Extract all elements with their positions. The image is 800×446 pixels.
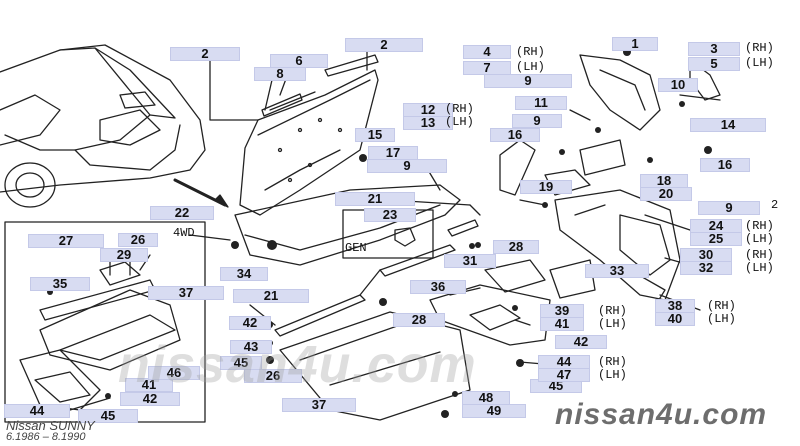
watermark-center: nissan4u.com: [118, 336, 477, 394]
part-callout-1: 1: [612, 37, 658, 51]
part-callout-20: 20: [640, 187, 692, 201]
side-note-lh: (LH): [745, 261, 774, 275]
part-callout-21: 21: [233, 289, 309, 303]
part-callout-45: 45: [78, 409, 138, 423]
gen-label: GEN: [345, 241, 367, 255]
upper-right-strip: [579, 54, 661, 131]
part-callout-46: 46: [148, 366, 200, 380]
part-callout-32: 32: [680, 261, 732, 275]
part-callout-44: 44: [538, 355, 590, 369]
side-note-lh: (LH): [598, 368, 627, 382]
part-callout-24: 24: [690, 219, 742, 233]
part-callout-34: 34: [220, 267, 268, 281]
part-callout-36: 36: [410, 280, 466, 294]
side-note-rh: (RH): [516, 45, 545, 59]
part-callout-42: 42: [229, 316, 271, 330]
part-callout-21: 21: [335, 192, 415, 206]
side-note-rh: (RH): [598, 304, 627, 318]
part-callout-9: 9: [367, 159, 447, 173]
side-note-rh: (RH): [745, 41, 774, 55]
side-note-lh: (LH): [445, 115, 474, 129]
edge-note: 2: [771, 198, 779, 212]
side-note-lh: (LH): [598, 317, 627, 331]
part-callout-17: 17: [368, 146, 418, 160]
part-callout-28: 28: [493, 240, 539, 254]
side-note-rh: (RH): [745, 219, 774, 233]
part-callout-13: 13: [403, 116, 453, 130]
part-callout-26: 26: [244, 369, 302, 383]
rear-trim-panel: [239, 54, 379, 216]
part-callout-41: 41: [540, 317, 584, 331]
part-callout-16: 16: [490, 128, 540, 142]
side-note-rh: (RH): [445, 102, 474, 116]
part-callout-7: 7: [463, 61, 511, 75]
side-note-lh: (LH): [745, 232, 774, 246]
side-note-lh: (LH): [707, 312, 736, 326]
side-note-lh: (LH): [745, 56, 774, 70]
part-callout-31: 31: [444, 254, 496, 268]
part-callout-19: 19: [520, 180, 572, 194]
side-note-rh: (RH): [707, 299, 736, 313]
part-callout-37: 37: [148, 286, 224, 300]
part-callout-27: 27: [28, 234, 104, 248]
part-callout-14: 14: [690, 118, 766, 132]
part-callout-22: 22: [150, 206, 214, 220]
part-callout-45: 45: [220, 356, 262, 370]
part-callout-35: 35: [30, 277, 90, 291]
side-note-rh: (RH): [598, 355, 627, 369]
part-callout-9: 9: [484, 74, 572, 88]
part-callout-2: 2: [170, 47, 240, 61]
part-callout-2: 2: [345, 38, 423, 52]
caption-model: Nissan SUNNY: [6, 418, 95, 433]
part-callout-11: 11: [515, 96, 567, 110]
part-callout-9: 9: [512, 114, 562, 128]
watermark-corner: nissan4u.com: [555, 398, 768, 431]
part-callout-25: 25: [690, 232, 742, 246]
part-callout-49: 49: [462, 404, 526, 418]
part-callout-39: 39: [540, 304, 584, 318]
part-callout-3: 3: [688, 42, 740, 56]
part-callout-23: 23: [364, 208, 416, 222]
part-callout-29: 29: [100, 248, 148, 262]
part-callout-44: 44: [4, 404, 70, 418]
part-callout-9: 9: [698, 201, 760, 215]
car-illustration: [0, 44, 206, 208]
part-callout-33: 33: [585, 264, 649, 278]
part-callout-47: 47: [538, 368, 590, 382]
side-trim-right: [554, 189, 681, 301]
part-callout-42: 42: [120, 392, 180, 406]
part-callout-15: 15: [355, 128, 395, 142]
part-callout-16: 16: [700, 158, 750, 172]
part-callout-10: 10: [658, 78, 698, 92]
part-callout-26: 26: [118, 233, 158, 247]
part-callout-43: 43: [230, 340, 272, 354]
caption-dates: 6.1986 – 8.1990: [6, 431, 86, 443]
part-callout-42: 42: [555, 335, 607, 349]
part-callout-28: 28: [393, 313, 445, 327]
part-callout-8: 8: [254, 67, 306, 81]
part-callout-12: 12: [403, 103, 453, 117]
part-callout-40: 40: [655, 312, 695, 326]
side-note-rh: (RH): [745, 248, 774, 262]
small-lid: [484, 259, 546, 293]
part-callout-45: 45: [530, 379, 582, 393]
inset-4wd-label: 4WD: [173, 226, 195, 240]
side-note-lh: (LH): [516, 60, 545, 74]
part-callout-37: 37: [282, 398, 356, 412]
part-callout-5: 5: [688, 57, 740, 71]
part-callout-4: 4: [463, 45, 511, 59]
